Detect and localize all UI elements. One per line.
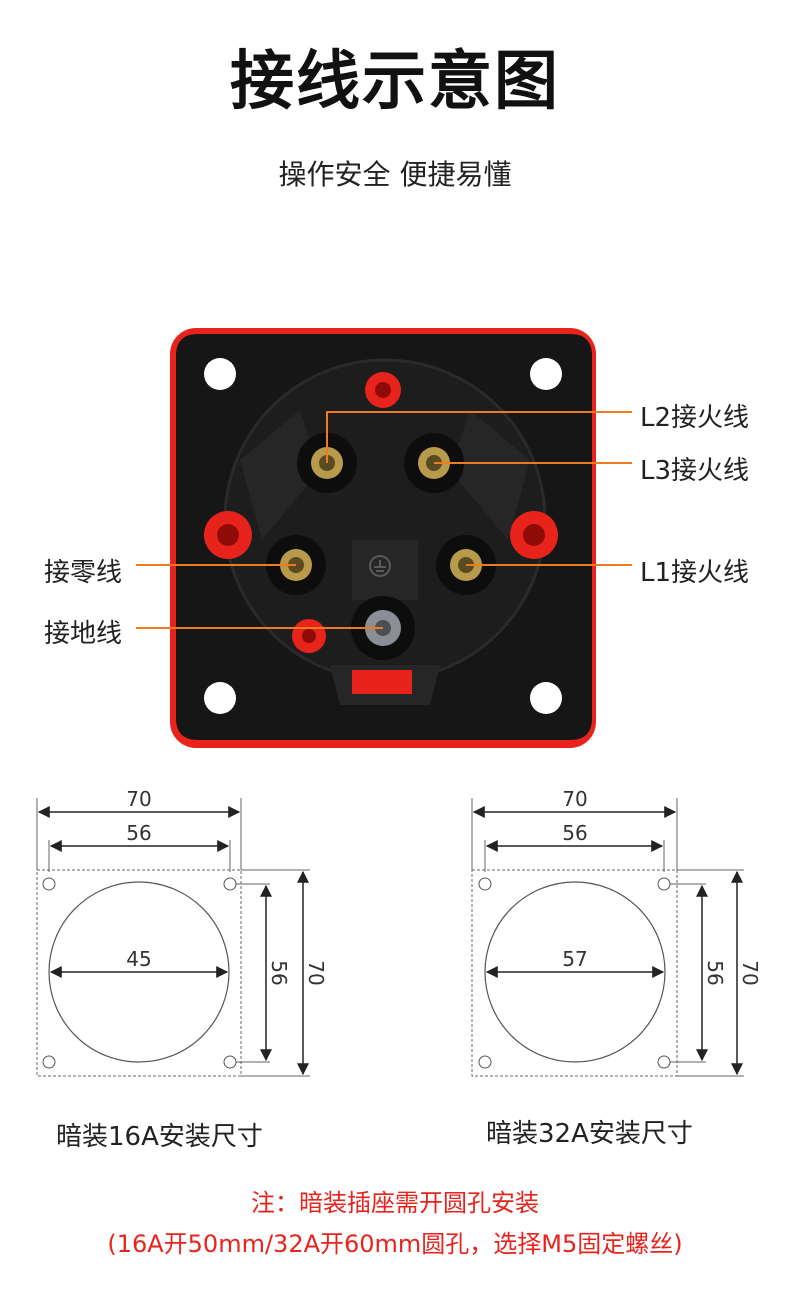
- dim-text-outer: 70: [126, 787, 151, 811]
- label-l1-live: L1接火线: [640, 558, 750, 588]
- dim-text-side-inner: 56: [703, 960, 727, 985]
- caption-32a: 暗装32A安装尺寸: [486, 1119, 693, 1149]
- dim-text-circle: 57: [562, 947, 587, 971]
- dim-text-outer: 70: [562, 787, 587, 811]
- dim-text-side-inner: 56: [267, 960, 291, 985]
- mount-hole-tl: [204, 358, 236, 390]
- cutout-circle: [48, 881, 230, 1063]
- dim-text-hole-spacing: 56: [562, 821, 587, 845]
- label-l3-live: L3接火线: [640, 456, 750, 486]
- dimension-diagram-32a: 70 56 57 56 70: [471, 787, 762, 1077]
- install-note-line1: 注：暗装插座需开圆孔安装: [251, 1189, 539, 1217]
- red-latch: [352, 670, 412, 694]
- label-neutral: 接零线: [44, 558, 123, 588]
- install-note-line2: (16A开50mm/32A开60mm圆孔，选择M5固定螺丝): [107, 1230, 683, 1258]
- page-title: 接线示意图: [230, 45, 560, 119]
- dim-text-side-outer: 70: [738, 960, 762, 985]
- mount-hole-bl: [204, 682, 236, 714]
- dim-text-hole-spacing: 56: [126, 821, 151, 845]
- dim-text-side-outer: 70: [304, 960, 328, 985]
- mount-hole-br: [530, 682, 562, 714]
- earth-symbol: [369, 555, 391, 577]
- cutout-circle: [484, 881, 666, 1063]
- plate-outline: [471, 869, 678, 1077]
- caption-16a: 暗装16A安装尺寸: [56, 1122, 263, 1152]
- socket-illustration: [136, 328, 632, 748]
- label-ground: 接地线: [44, 619, 123, 649]
- dim-text-circle: 45: [126, 947, 151, 971]
- mount-hole-tr: [530, 358, 562, 390]
- leader-lines: [136, 411, 632, 629]
- dimension-diagram-16a: 70 56 45 56 70: [36, 787, 328, 1077]
- page-subtitle: 操作安全 便捷易懂: [278, 158, 512, 191]
- label-l2-live: L2接火线: [640, 403, 750, 433]
- plate-outline: [36, 869, 242, 1077]
